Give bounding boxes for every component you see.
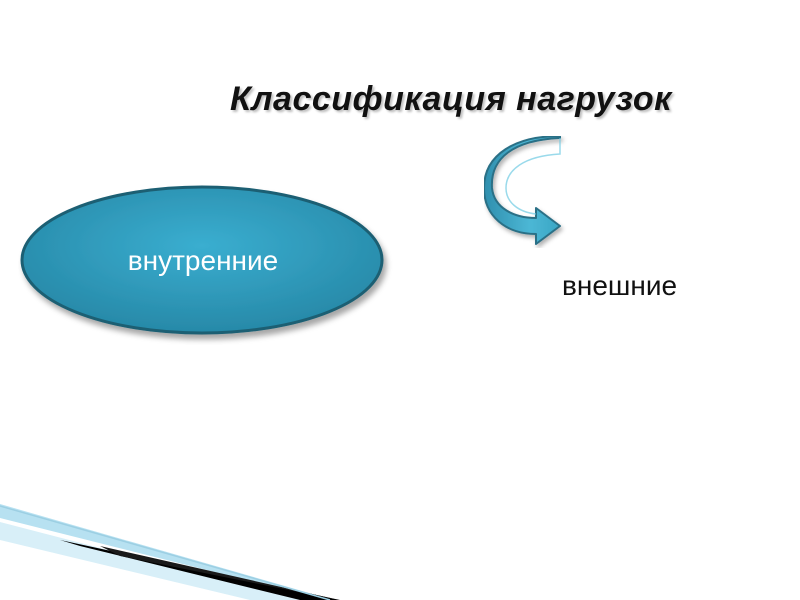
internal-label: внутренние: [127, 245, 279, 276]
internal-ellipse-shape: [20, 185, 384, 335]
corner-decoration: [0, 504, 340, 600]
slide-title: Классификация нагрузок: [230, 80, 672, 118]
internal-node: внутренние: [18, 183, 396, 345]
external-label: внешние: [562, 270, 678, 301]
curved-arrow-icon: [483, 135, 574, 248]
